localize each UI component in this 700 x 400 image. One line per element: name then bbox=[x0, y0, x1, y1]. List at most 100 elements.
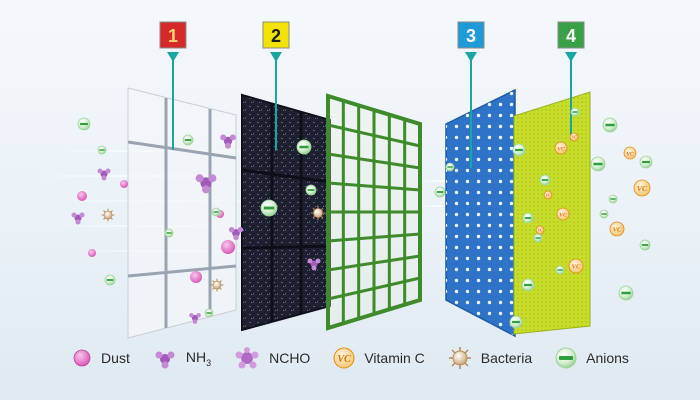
anion-particle bbox=[211, 207, 221, 217]
legend-nh3: NH3 bbox=[152, 347, 211, 369]
dust-particle bbox=[221, 240, 235, 254]
vitamin-c-particle: VC bbox=[623, 146, 637, 160]
svg-text:VC: VC bbox=[572, 264, 581, 271]
dust-particle bbox=[190, 271, 202, 283]
bacteria-particle bbox=[310, 205, 326, 221]
badge-pointer-arrow bbox=[270, 52, 282, 62]
legend-label-bacteria: Bacteria bbox=[480, 350, 533, 366]
nh3-particle bbox=[307, 258, 321, 271]
dust-particle bbox=[77, 191, 87, 201]
anion-particle bbox=[639, 239, 651, 251]
anion-particle bbox=[570, 107, 580, 117]
badge-box bbox=[557, 21, 585, 49]
legend-anions: Anions bbox=[554, 346, 629, 370]
vitamin-c-particle: VC bbox=[556, 207, 570, 221]
anion-particle bbox=[445, 162, 455, 172]
bacteria-icon bbox=[448, 347, 471, 369]
legend-label-ncho: NCHO bbox=[269, 350, 311, 366]
legend-label-anions: Anions bbox=[586, 350, 629, 366]
filter-badge-3: 3 bbox=[457, 21, 485, 168]
filter-badge-4: 4 bbox=[557, 21, 585, 140]
anion-particle bbox=[164, 228, 174, 238]
legend-label-nh3: NH3 bbox=[185, 348, 212, 368]
badge-pointer-arrow bbox=[465, 52, 477, 62]
anion-particle bbox=[555, 265, 565, 275]
bacteria-particle bbox=[210, 278, 224, 292]
anion-particle bbox=[599, 209, 609, 219]
badge-box bbox=[262, 21, 290, 49]
anion-particle bbox=[509, 315, 523, 329]
nh3-particle bbox=[220, 134, 236, 149]
anion-particle bbox=[521, 278, 535, 292]
anion-particle bbox=[608, 194, 618, 204]
anion-particle bbox=[539, 174, 551, 186]
svg-text:VC: VC bbox=[626, 151, 634, 157]
nh3-particle bbox=[228, 226, 244, 241]
anion-particle bbox=[260, 199, 278, 217]
anion-particle bbox=[296, 139, 312, 155]
badge-pointer-arrow bbox=[167, 52, 179, 62]
anion-particle bbox=[104, 274, 116, 286]
legend-label-dust: Dust bbox=[101, 350, 130, 366]
filter-badges: 1 2 3 4 bbox=[159, 21, 585, 168]
vitamin-c-particle: VC bbox=[554, 141, 568, 155]
anion-particle bbox=[97, 145, 107, 155]
filter-panel-grid bbox=[326, 93, 422, 331]
nh3-particle bbox=[189, 313, 201, 324]
svg-text:VC: VC bbox=[559, 212, 567, 218]
vitamin-c-particle: VC bbox=[535, 225, 545, 235]
vitamin-c-particle: VC bbox=[569, 132, 579, 142]
vitamin-c-particle: VC bbox=[568, 258, 584, 274]
legend-label-vitamin-c: Vitamin C bbox=[364, 350, 425, 366]
bacteria-particle bbox=[101, 208, 115, 222]
badge-number: 2 bbox=[271, 26, 281, 46]
vitamin-c-icon: VC bbox=[333, 347, 355, 369]
filter-panel-3 bbox=[445, 88, 516, 338]
filter-panel-4 bbox=[513, 91, 591, 335]
badge-number: 3 bbox=[466, 26, 476, 46]
anion-particle bbox=[522, 212, 534, 224]
vitamin-c-particle: VC bbox=[633, 179, 651, 197]
svg-text:VC: VC bbox=[545, 194, 551, 198]
filter-panel-1 bbox=[127, 87, 237, 339]
svg-text:VC: VC bbox=[637, 184, 648, 193]
svg-text:VC: VC bbox=[571, 136, 577, 140]
anion-particle bbox=[204, 308, 214, 318]
badge-number: 4 bbox=[566, 26, 576, 46]
nh3-icon bbox=[155, 351, 175, 369]
badge-pointer-arrow bbox=[565, 52, 577, 62]
legend-dust: Dust bbox=[71, 347, 130, 369]
filter-badge-2: 2 bbox=[262, 21, 290, 150]
svg-text:VC: VC bbox=[613, 227, 622, 234]
anion-icon bbox=[555, 347, 577, 369]
anion-particle bbox=[512, 143, 526, 157]
dust-particle bbox=[88, 249, 96, 257]
anion-particle bbox=[590, 156, 606, 172]
anion-particle bbox=[434, 186, 446, 198]
ncho-icon bbox=[235, 347, 259, 369]
anion-particle bbox=[77, 117, 91, 131]
anion-particle bbox=[182, 134, 194, 146]
anion-particle bbox=[639, 155, 653, 169]
vitamin-c-icon-text: VC bbox=[338, 354, 352, 365]
badge-box bbox=[457, 21, 485, 49]
nh3-particle bbox=[97, 168, 111, 181]
legend-ncho: NCHO bbox=[233, 346, 310, 370]
svg-text:VC: VC bbox=[557, 146, 565, 152]
anion-particle bbox=[602, 117, 618, 133]
svg-text:VC: VC bbox=[537, 229, 543, 233]
vitamin-c-particle: VC bbox=[609, 221, 625, 237]
dust-particle bbox=[120, 180, 128, 188]
legend: Dust NH3 NCHO VC Vitamin C bbox=[0, 336, 700, 380]
badge-box bbox=[159, 21, 187, 49]
nh3-particle bbox=[71, 212, 85, 225]
filter-badge-1: 1 bbox=[159, 21, 187, 150]
anion-particle bbox=[305, 184, 317, 196]
dust-icon bbox=[73, 349, 91, 367]
anion-particle bbox=[618, 285, 634, 301]
nh3-particle bbox=[195, 174, 217, 194]
vitamin-c-particle: VC bbox=[543, 190, 553, 200]
legend-bacteria: Bacteria bbox=[447, 345, 532, 371]
particles: VC VC VC VC VC VC VC VC VC bbox=[71, 107, 653, 329]
